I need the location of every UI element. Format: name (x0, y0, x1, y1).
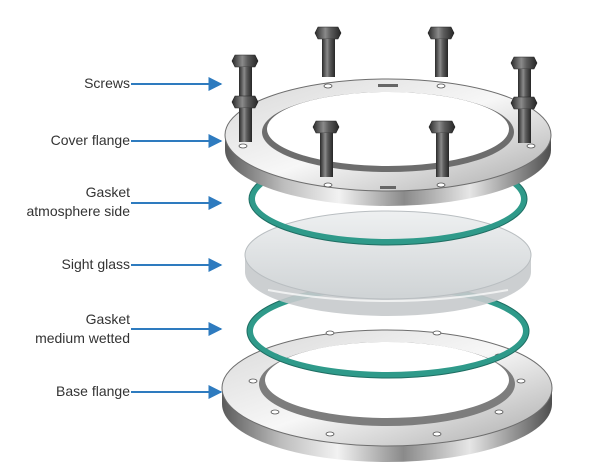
label-cover-flange: Cover flange (50, 132, 130, 148)
screw (427, 26, 455, 77)
screw (510, 56, 538, 101)
label-base-flange: Base flange (56, 383, 130, 399)
screw (510, 96, 538, 143)
screw (231, 95, 259, 142)
label-gasket-atmosphere-side: Gasket atmosphere side (26, 184, 130, 219)
base-flange-part (221, 329, 553, 462)
screw (314, 26, 342, 77)
label-screws: Screws (84, 75, 130, 91)
screw (312, 120, 340, 177)
callout-arrows (131, 77, 223, 399)
label-sight-glass: Sight glass (61, 256, 130, 272)
screw (231, 54, 259, 101)
label-gasket-medium-wetted: Gasket medium wetted (35, 311, 130, 346)
screws-part (231, 26, 538, 177)
cover-flange-part (224, 78, 552, 206)
screw (428, 120, 456, 177)
